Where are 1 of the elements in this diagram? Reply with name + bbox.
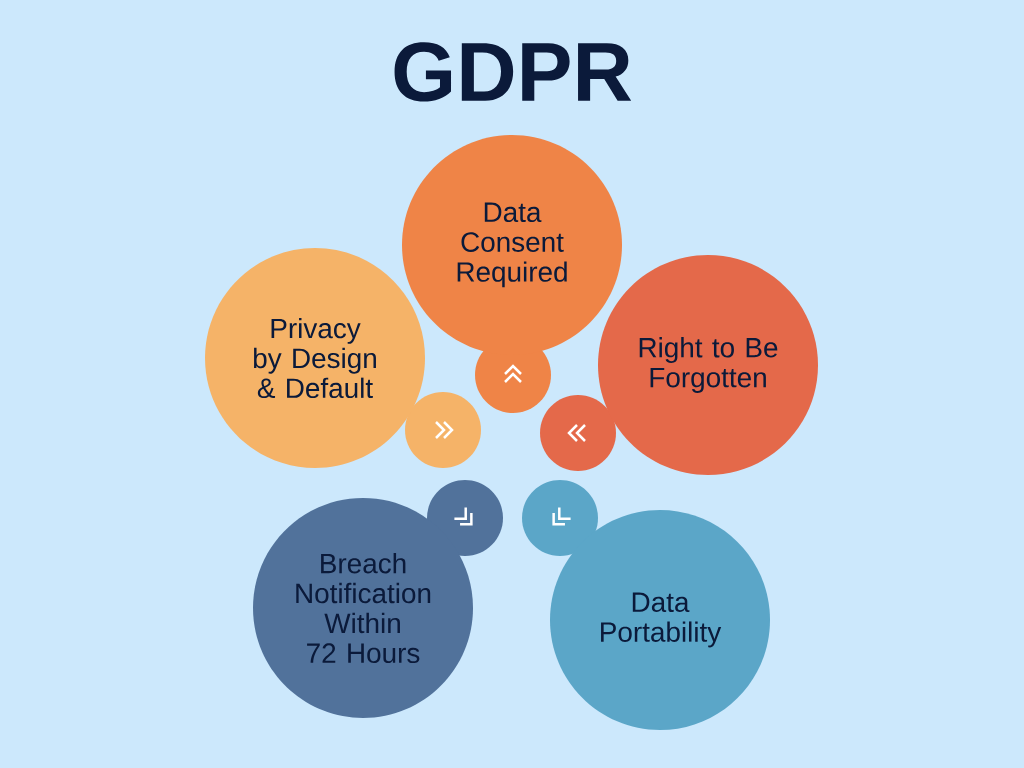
title: GDPR	[394, 42, 632, 102]
